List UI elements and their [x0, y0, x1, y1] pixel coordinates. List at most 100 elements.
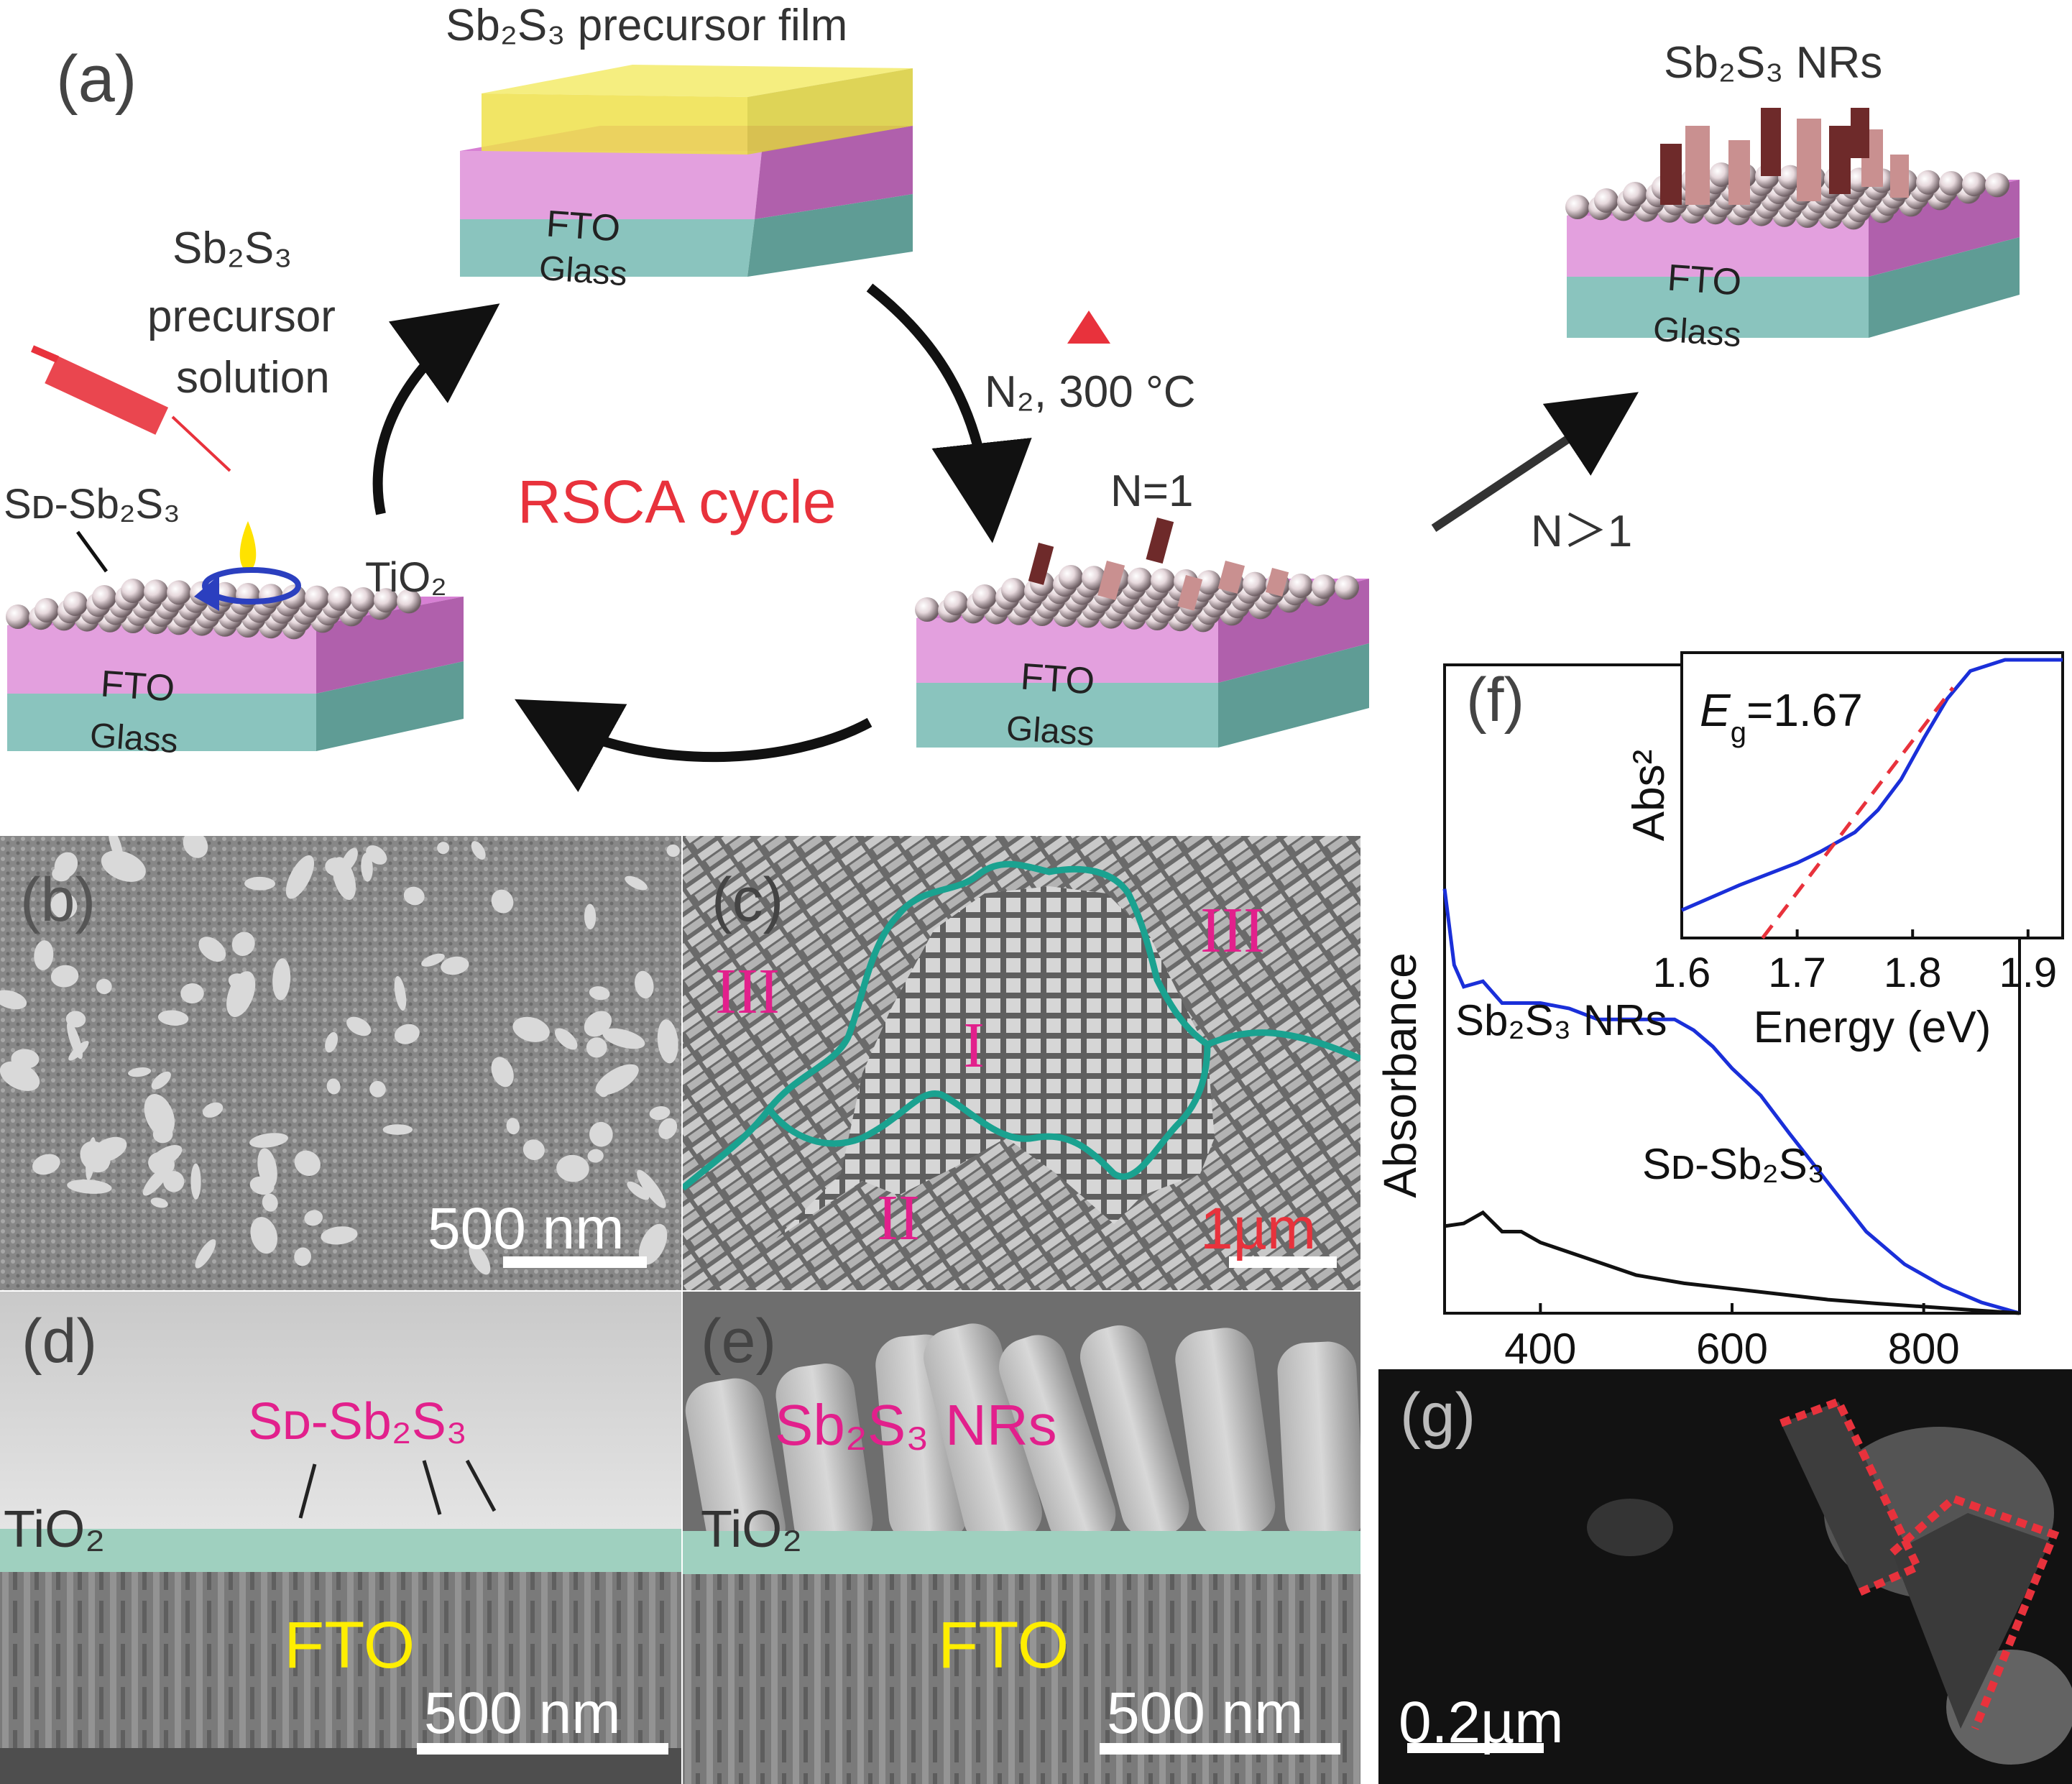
- inset-frame: [1680, 651, 2064, 939]
- sb2s3-particle: [325, 857, 347, 877]
- nanorod: [1660, 144, 1682, 205]
- series-line-0: [1442, 888, 2020, 1315]
- fto-label-top: FTO: [545, 203, 622, 250]
- sb2s3-particle: [109, 836, 124, 862]
- sb2s3-particle: [394, 975, 407, 1011]
- spin-icon: [202, 567, 301, 604]
- sb2s3-particle: [144, 1093, 175, 1137]
- sb2s3-particle: [183, 836, 208, 858]
- nanoparticle: [1312, 574, 1336, 599]
- sb2s3-particle: [649, 1106, 671, 1121]
- sb2s3-particle: [0, 990, 27, 1010]
- glass-label-mid: Glass: [1005, 709, 1096, 754]
- heat-triangle-icon: [1067, 311, 1110, 344]
- nanoparticle: [92, 585, 116, 610]
- sb2s3-particle: [11, 1049, 40, 1069]
- n-gt-label: N＞1: [1531, 507, 1633, 556]
- nanoparticle: [167, 580, 191, 605]
- panel-c-scale: 1µm: [1200, 1196, 1317, 1261]
- sb2s3-particle: [627, 1181, 650, 1200]
- region-label-ii: II: [877, 1182, 920, 1254]
- sb2s3-particle: [341, 847, 358, 872]
- inset-x-axis-label: Energy (eV): [1754, 1003, 1992, 1052]
- panel-b-label: (b): [20, 865, 96, 934]
- nrs-title: Sb₂S₃ NRs: [1664, 38, 1883, 88]
- arrow-up-left: [372, 303, 500, 515]
- arrow-bottom: [515, 699, 872, 792]
- nanoparticle: [1128, 567, 1152, 592]
- nanoparticle: [1001, 578, 1026, 602]
- sb2s3-particle: [666, 844, 680, 857]
- sb2s3-particle: [244, 876, 276, 891]
- nanorod: [775, 1364, 873, 1553]
- sb2s3-particle: [635, 970, 654, 999]
- scale-bar: [1229, 1256, 1337, 1268]
- sb2s3-particle: [190, 1163, 201, 1200]
- panel-c: (c) III I II III 1µm: [683, 836, 1360, 1290]
- sb2s3-particle: [586, 1037, 607, 1058]
- sb2s3-particle: [491, 889, 514, 914]
- nanoparticle: [144, 579, 168, 604]
- sb2s3-particle: [369, 1080, 386, 1098]
- sb2s3-particle: [294, 1247, 312, 1266]
- glass-label-left: Glass: [88, 716, 180, 761]
- nanorod: [1851, 108, 1869, 158]
- sb2s3-particle: [469, 1243, 491, 1275]
- panel-e: (e) Sb₂S₃ NRs TiO₂ FTO 500 nm: [683, 1292, 1360, 1784]
- nanoparticle: [1778, 165, 1802, 190]
- nanorod: [1265, 567, 1289, 597]
- syringe-icon: [31, 345, 231, 472]
- sb2s3-particle: [163, 1171, 185, 1192]
- sb2s3-particle: [262, 1193, 278, 1212]
- sb2s3-particle: [0, 1061, 40, 1091]
- scale-bar: [503, 1256, 647, 1268]
- panel-g-label: (g): [1400, 1381, 1476, 1450]
- sb2s3-particle: [52, 866, 70, 882]
- panel-d-scale: 500 nm: [424, 1680, 621, 1746]
- grain-boundary: [683, 860, 1360, 1191]
- sb2s3-particle: [195, 1239, 216, 1269]
- sb2s3-particle: [285, 855, 315, 899]
- nanoparticle: [121, 579, 145, 603]
- inset-line-0: [1681, 658, 2063, 912]
- sb2s3-particle: [249, 1133, 288, 1148]
- series-label-nrs: Sb₂S₃ NRs: [1455, 996, 1667, 1044]
- absorbance-chart: 400600800Wavelength (nm)AbsorbanceSb₂S₃ …: [1374, 651, 2064, 1430]
- sb2s3-particle: [226, 971, 256, 1017]
- nanoparticle: [1243, 571, 1267, 597]
- panel-g: (g) 0.2µm: [1378, 1369, 2072, 1784]
- substrate-n1: [915, 517, 1369, 748]
- panel-a: (a): [0, 0, 2072, 827]
- sb2s3-particle: [304, 1210, 323, 1226]
- sb2s3-particle: [512, 1016, 550, 1042]
- panel-f: 400600800Wavelength (nm)AbsorbanceSb₂S₃ …: [1362, 625, 2072, 1438]
- nanorod: [999, 1335, 1116, 1547]
- panel-e-scale: 500 nm: [1107, 1680, 1304, 1746]
- sb2s3-particle: [437, 842, 450, 855]
- panel-b: (b) 500 nm: [0, 836, 681, 1290]
- sb2s3-particle: [142, 1166, 170, 1196]
- nanoparticle: [1565, 195, 1590, 219]
- nanorod: [1079, 1325, 1189, 1539]
- sb2s3-particle: [198, 937, 226, 962]
- inset-x-tick-label: 1.6: [1653, 950, 1711, 996]
- scale-bar: [1100, 1743, 1340, 1755]
- nanorod: [1685, 126, 1710, 205]
- schematic-svg: [6, 65, 2020, 792]
- panel-d-sd: Sᴅ-Sb₂S₃: [248, 1393, 468, 1450]
- sb2s3-particle: [128, 1067, 152, 1077]
- nanoparticle: [1335, 575, 1359, 600]
- arrow-down-right: [866, 283, 1032, 543]
- precursor-film-title: Sb₂S₃ precursor film: [446, 1, 848, 50]
- panel-e-nrs: Sb₂S₃ NRs: [775, 1393, 1057, 1457]
- panel-a-label: (a): [56, 42, 137, 116]
- sb2s3-particle: [584, 904, 597, 930]
- sb2s3-particle: [625, 875, 648, 891]
- scale-bar: [1407, 1743, 1544, 1753]
- sb2s3-particle: [202, 1102, 224, 1118]
- sb2s3-particle: [101, 850, 146, 882]
- panel-f-label: (f): [1466, 666, 1525, 735]
- sb2s3-particle: [326, 1078, 341, 1095]
- sb2s3-particle: [403, 886, 425, 906]
- sb2s3-particle: [587, 1149, 604, 1163]
